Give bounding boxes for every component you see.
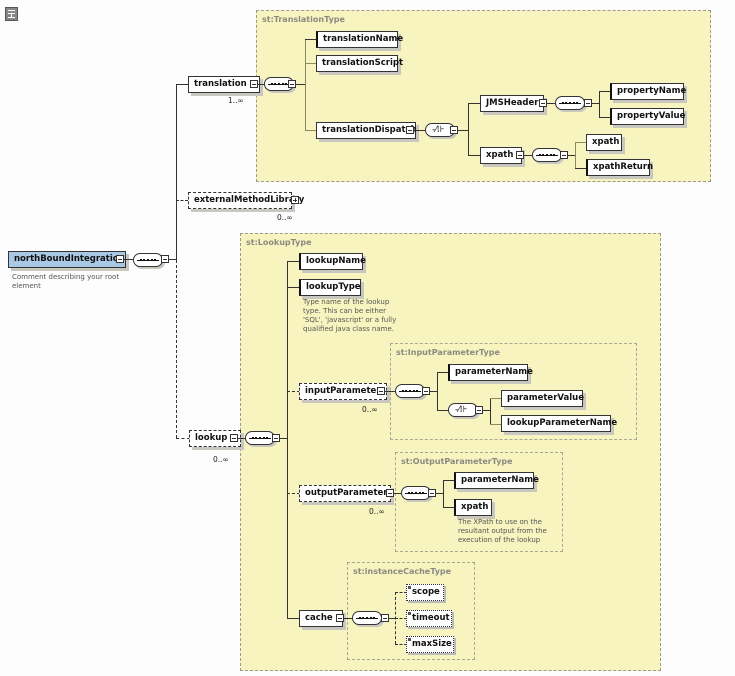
label: propertyValue [617,111,686,121]
lookup-parameter-name-element[interactable]: lookupParameterName [501,415,617,432]
cache-type-label: st:instanceCacheType [353,567,452,576]
translation-name-element[interactable]: translationName [316,31,403,48]
label: JMSHeader [486,98,539,108]
expand-toggle[interactable] [291,196,299,204]
collapse-toggle[interactable] [377,387,385,395]
label: lookupType [306,282,361,292]
choice-compositor[interactable]: -⁄⁞⊦ [448,403,478,417]
collapse-toggle[interactable] [336,614,344,622]
collapse-toggle[interactable] [516,151,524,159]
label: lookupParameterName [507,418,618,428]
collapse-toggle[interactable] [422,387,430,395]
lookup-type-doc: Type name of the lookup type. This can b… [303,298,397,333]
label: propertyName [617,86,687,96]
label: xpath [461,502,489,512]
schema-view-icon[interactable] [5,7,18,21]
collapse-toggle[interactable] [428,489,436,497]
root-element-label: northBoundIntegration [14,254,125,264]
collapse-toggle[interactable] [560,151,568,159]
output-parameter-cardinality: 0..∞ [369,507,385,516]
lookup-type-element[interactable]: lookupType [299,279,361,296]
xpath-return-element[interactable]: xpathReturn [586,159,654,176]
label: translationDispatch [322,125,417,135]
collapse-toggle[interactable] [406,126,414,134]
collapse-toggle[interactable] [584,99,592,107]
sequence-compositor[interactable] [352,611,382,625]
collapse-toggle[interactable] [386,489,394,497]
lookup-name-element[interactable]: lookupName [299,253,366,270]
translation-label: translation [194,79,247,89]
collapse-toggle[interactable] [288,80,296,88]
root-comment: Comment describing your root element [12,273,120,290]
choice-compositor[interactable]: -⁄⁞⊦ [425,123,455,137]
sequence-compositor[interactable] [395,384,425,398]
label: xpath [486,150,514,160]
label: externalMethodLibrary [194,195,305,205]
root-element[interactable]: northBoundIntegration [8,251,126,268]
translation-cardinality: 1..∞ [228,96,244,105]
label: parameterValue [507,393,584,403]
label: parameterName [461,475,539,485]
collapse-toggle[interactable] [230,434,238,442]
scope-attribute[interactable]: scope [406,584,444,601]
translation-script-element[interactable]: translationScript [316,55,403,72]
output-parameter-type-label: st:OutputParameterType [401,457,513,466]
collapse-toggle[interactable] [116,255,124,263]
label: xpath [592,137,620,147]
parameter-name-element[interactable]: parameterName [448,364,533,381]
collapse-toggle[interactable] [381,614,389,622]
sequence-compositor[interactable] [532,148,562,162]
collapse-toggle[interactable] [539,99,547,107]
sequence-compositor[interactable] [245,431,275,445]
collapse-toggle[interactable] [475,406,483,414]
sequence-compositor[interactable] [264,77,294,91]
external-method-library-element[interactable]: externalMethodLibrary [188,192,304,209]
label: cache [305,613,333,623]
output-parameter-type-box: st:OutputParameterType [395,452,563,552]
collapse-toggle[interactable] [250,80,258,88]
lookup-type-label: st:LookupType [246,238,312,247]
label: timeout [412,613,450,623]
parameter-value-element[interactable]: parameterValue [501,390,584,407]
collapse-toggle[interactable] [161,255,169,263]
output-parameter-name-element[interactable]: parameterName [454,472,539,489]
collapse-toggle[interactable] [272,434,280,442]
external-method-library-cardinality: 0..∞ [277,213,293,222]
label: outputParameter [305,488,388,498]
label: maxSize [412,639,452,649]
cache-type-box: st:instanceCacheType [347,562,475,660]
sequence-compositor[interactable] [133,253,163,267]
translation-dispatch-element[interactable]: translationDispatch [316,122,417,139]
label: translationName [323,34,404,44]
timeout-attribute[interactable]: timeout [406,610,452,627]
property-name-element[interactable]: propertyName [610,83,687,100]
translation-type-label: st:TranslationType [262,15,345,24]
label: lookupName [306,256,366,266]
collapse-toggle[interactable] [450,126,458,134]
label: translationScript [322,58,404,68]
jms-header-element[interactable]: JMSHeader [480,95,544,112]
input-parameter-cardinality: 0..∞ [362,405,378,414]
max-size-attribute[interactable]: maxSize [406,636,454,653]
input-parameter-type-label: st:InputParameterType [396,348,500,357]
label: parameterName [455,367,533,377]
label: lookup [195,433,228,443]
sequence-compositor[interactable] [555,96,585,110]
output-xpath-doc: The XPath to use on the resultant output… [458,518,547,544]
label: xpathReturn [593,162,654,172]
label: inputParameter [305,386,381,396]
output-parameter-element[interactable]: outputParameter [299,485,391,502]
property-value-element[interactable]: propertyValue [610,108,686,125]
input-parameter-element[interactable]: inputParameter [299,383,387,400]
output-xpath-element[interactable]: xpath [454,499,492,516]
sequence-compositor[interactable] [401,486,431,500]
lookup-cardinality: 0..∞ [213,455,229,464]
xpath-child-element[interactable]: xpath [586,134,622,151]
label: scope [412,587,440,597]
